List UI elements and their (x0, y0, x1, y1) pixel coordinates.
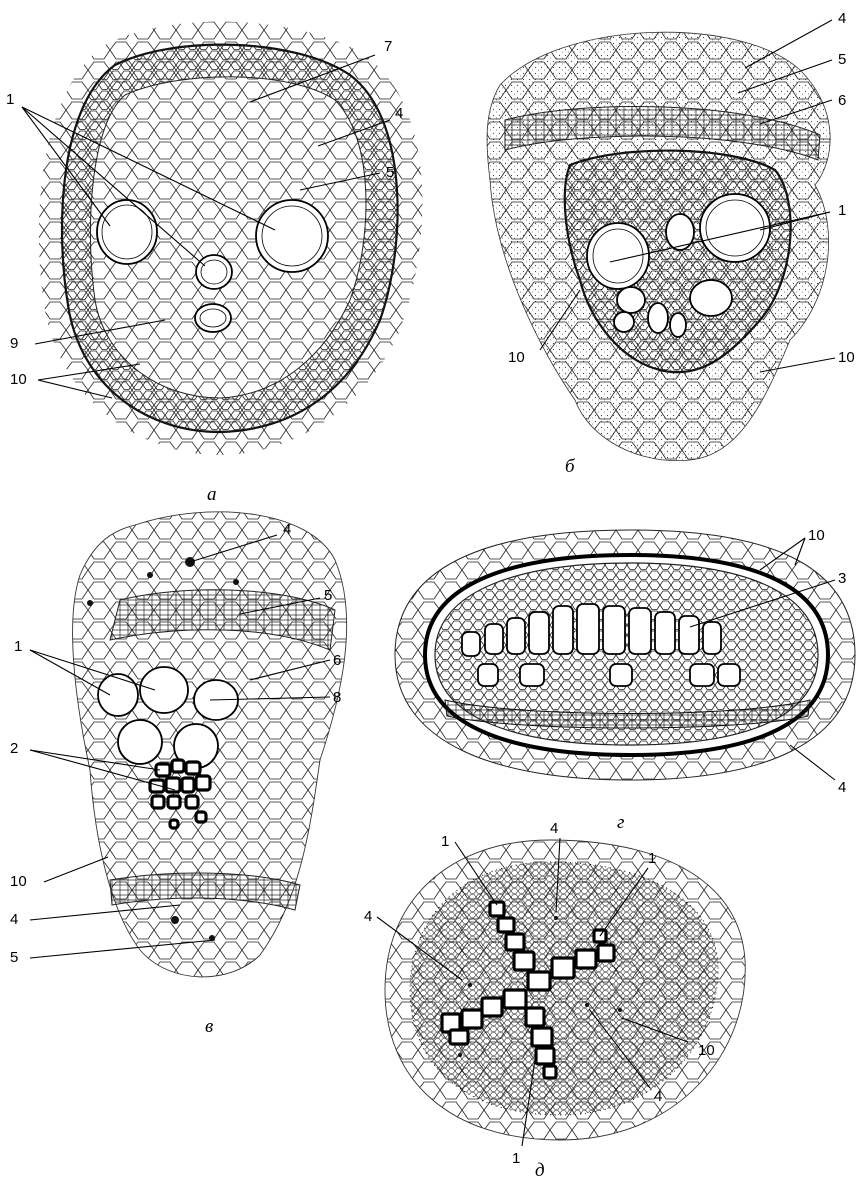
panel-g-label-4: 4 (838, 779, 846, 796)
panel-b-label-10-left: 10 (508, 349, 525, 366)
panel-b-label-6: 6 (838, 92, 846, 109)
panel-v-label-6: 6 (333, 652, 341, 669)
panel-b-caption: б (565, 456, 576, 477)
panel-v-label-8: 8 (333, 689, 341, 706)
panel-v-label-4-top: 4 (283, 521, 291, 538)
panel-a-label-10: 10 (10, 371, 27, 388)
panel-v-drawing (73, 512, 347, 977)
panel-a-label-7: 7 (384, 38, 392, 55)
panel-d-label-4-right: 4 (654, 1088, 662, 1105)
panel-a-label-4: 4 (395, 105, 403, 122)
panel-g-label-10: 10 (808, 527, 825, 544)
panel-v-caption: в (205, 1016, 213, 1037)
panel-d-label-1-bottom: 1 (512, 1150, 520, 1167)
panel-d-label-4-left: 4 (364, 908, 372, 925)
panel-b-label-1: 1 (838, 202, 846, 219)
panel-v-label-10: 10 (10, 873, 27, 890)
panel-b-label-4: 4 (838, 10, 846, 27)
panel-v-label-4-bottom: 4 (10, 911, 18, 928)
panel-v-label-2: 2 (10, 740, 18, 757)
panel-d-label-10: 10 (698, 1042, 715, 1059)
panel-v-label-1: 1 (14, 638, 22, 655)
panel-g-label-3: 3 (838, 570, 846, 587)
panel-d-caption: д (535, 1160, 545, 1179)
panel-d-label-1-top-right: 1 (648, 850, 656, 867)
panel-b-label-10-right: 10 (838, 349, 855, 366)
panel-a-drawing (39, 22, 423, 455)
panel-v-label-5-bottom: 5 (10, 949, 18, 966)
panel-d-label-1-top-left: 1 (441, 833, 449, 850)
panel-a-label-9: 9 (10, 335, 18, 352)
panel-b-drawing (487, 32, 830, 460)
panel-g-caption: г (617, 812, 624, 833)
panel-v-label-5-top: 5 (324, 587, 332, 604)
panel-b-label-5: 5 (838, 51, 846, 68)
panel-a-caption: а (207, 484, 217, 505)
panel-d-label-4-top: 4 (550, 820, 558, 837)
panel-g-drawing (395, 530, 855, 780)
panel-d-drawing (385, 840, 745, 1140)
panel-a-label-1: 1 (6, 91, 14, 108)
panel-a-label-5: 5 (386, 164, 394, 181)
